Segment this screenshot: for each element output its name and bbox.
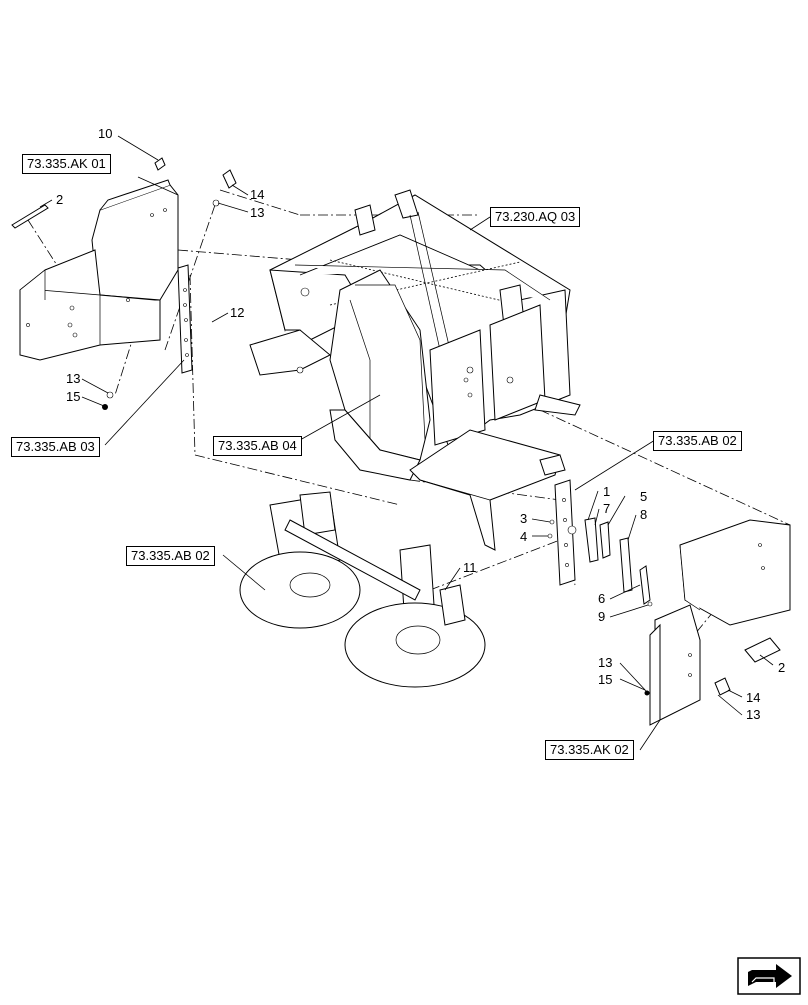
callout-13-left: 13	[66, 371, 81, 386]
callout-1: 1	[603, 484, 611, 499]
callout-2-right: 2	[778, 660, 786, 675]
leader-lines	[39, 135, 774, 751]
callout-2-left: 2	[56, 192, 64, 207]
callout-4: 4	[520, 529, 528, 544]
right-decal-part	[744, 637, 781, 663]
ref-box-ak02[interactable]: 73.335.AK 02	[545, 740, 634, 760]
callout-12: 12	[230, 305, 245, 320]
left-mount-bracket	[177, 264, 193, 374]
callout-14-right: 14	[746, 690, 761, 705]
ref-box-ab03[interactable]: 73.335.AB 03	[11, 437, 100, 457]
left-decal-part	[11, 204, 49, 229]
right-mount-bracket	[554, 479, 577, 586]
mower-disc-assembly	[239, 491, 486, 688]
ref-box-ak01[interactable]: 73.335.AK 01	[22, 154, 111, 174]
callout-15-left: 15	[66, 389, 81, 404]
callout-7: 7	[603, 501, 611, 516]
ref-box-ab02-left[interactable]: 73.335.AB 02	[126, 546, 215, 566]
callout-8: 8	[640, 507, 648, 522]
curved-deflector	[329, 269, 431, 481]
right-fender-panel	[649, 519, 791, 726]
callout-13-right: 13	[598, 655, 613, 670]
ref-box-ab02-right[interactable]: 73.335.AB 02	[653, 431, 742, 451]
next-page-arrow-icon[interactable]	[737, 957, 801, 995]
callout-15-right: 15	[598, 672, 613, 687]
top-fasteners	[102, 157, 237, 410]
latch-parts	[547, 517, 653, 607]
left-fender-panel	[19, 179, 179, 361]
callout-11: 11	[463, 560, 477, 575]
ref-box-aq03[interactable]: 73.230.AQ 03	[490, 207, 581, 227]
under-deck-plate	[409, 429, 566, 551]
callout-3: 3	[520, 511, 528, 526]
callout-14-top: 14	[250, 187, 265, 202]
callout-9: 9	[598, 609, 606, 624]
right-fasteners	[644, 677, 731, 696]
callout-5: 5	[640, 489, 648, 504]
callout-6: 6	[598, 591, 606, 606]
callout-10: 10	[98, 126, 113, 141]
callout-13-right-b: 13	[746, 707, 761, 722]
ref-box-ab04[interactable]: 73.335.AB 04	[213, 436, 302, 456]
callout-13-top: 13	[250, 205, 265, 220]
